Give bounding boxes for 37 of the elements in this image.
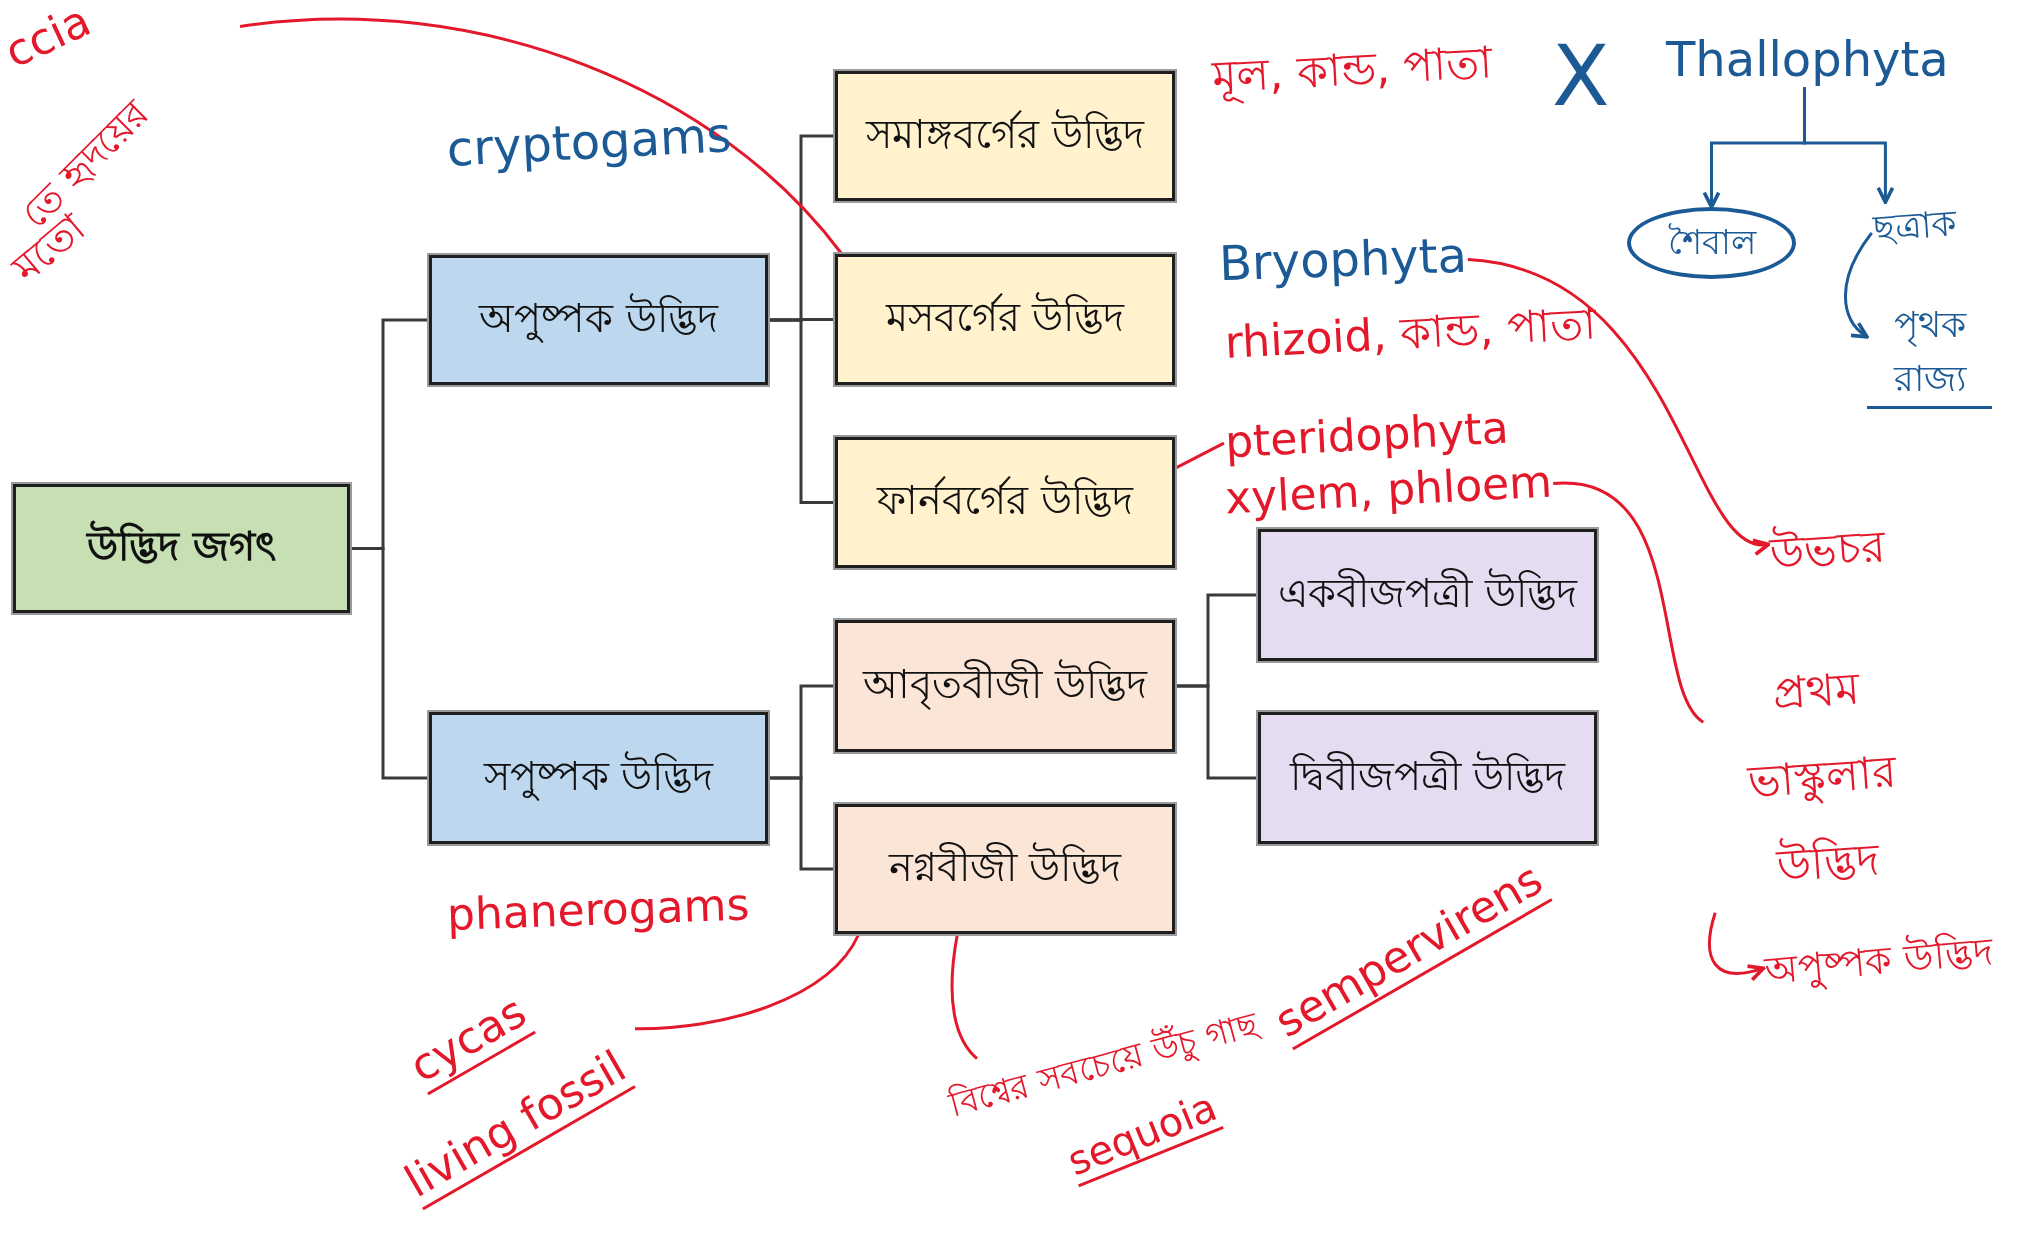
category-box: আবৃতবীজী উদ্ভিদ: [835, 620, 1175, 752]
connector-line: [768, 776, 835, 871]
handwritten-note: X: [1552, 28, 1610, 125]
handwritten-note: ccia: [0, 0, 99, 79]
leader-line: [1174, 441, 1225, 470]
category-box: দ্বিবীজপত্রী উদ্ভিদ: [1258, 712, 1597, 844]
handwritten-note: cryptogams: [445, 107, 733, 178]
leader-line: [1803, 87, 1895, 204]
leader-line: [1553, 482, 1705, 724]
handwritten-note: rhizoid, কান্ড, পাতা: [1223, 298, 1598, 369]
handwritten-note: পৃথক রাজ্য: [1867, 298, 1992, 409]
leader-line: [1708, 912, 1766, 981]
handwritten-note: Bryophyta: [1218, 227, 1468, 292]
category-box: অপুষ্পক উদ্ভিদ: [429, 255, 768, 385]
handwritten-note: মূল, কান্ড, পাতা: [1210, 37, 1494, 103]
connector-line: [768, 318, 835, 504]
handwritten-note: ছত্রাক: [1871, 202, 1958, 250]
handwritten-note: উভচর: [1768, 521, 1887, 580]
category-box: ফার্নবর্গের উদ্ভিদ: [835, 437, 1175, 568]
leader-line: [634, 933, 861, 1031]
handwritten-note: অপুষ্পক উদ্ভিদ: [1763, 930, 1995, 994]
connector-line: [350, 547, 429, 780]
leader-line: [1844, 231, 1873, 339]
handwritten-note: pteridophyta: [1223, 402, 1510, 468]
category-box: উদ্ভিদ জগৎ: [13, 484, 350, 613]
handwritten-note: phanerogams: [446, 879, 751, 941]
circled-note: শৈবাল: [1627, 207, 1796, 279]
category-box: মসবর্গের উদ্ভিদ: [835, 254, 1175, 385]
handwritten-note: প্রথম ভাস্কুলার উদ্ভিদ: [1703, 640, 1941, 913]
category-box: নগ্নবীজী উদ্ভিদ: [835, 804, 1175, 934]
category-box: সপুষ্পক উদ্ভিদ: [429, 712, 768, 844]
leader-line: [239, 17, 843, 255]
category-box: একবীজপত্রী উদ্ভিদ: [1258, 529, 1597, 661]
connector-line: [1175, 684, 1258, 780]
leader-line: [950, 933, 979, 1060]
handwritten-note: Thallophyta: [1666, 32, 1949, 88]
category-box: সমাঙ্গবর্গের উদ্ভিদ: [835, 71, 1175, 201]
